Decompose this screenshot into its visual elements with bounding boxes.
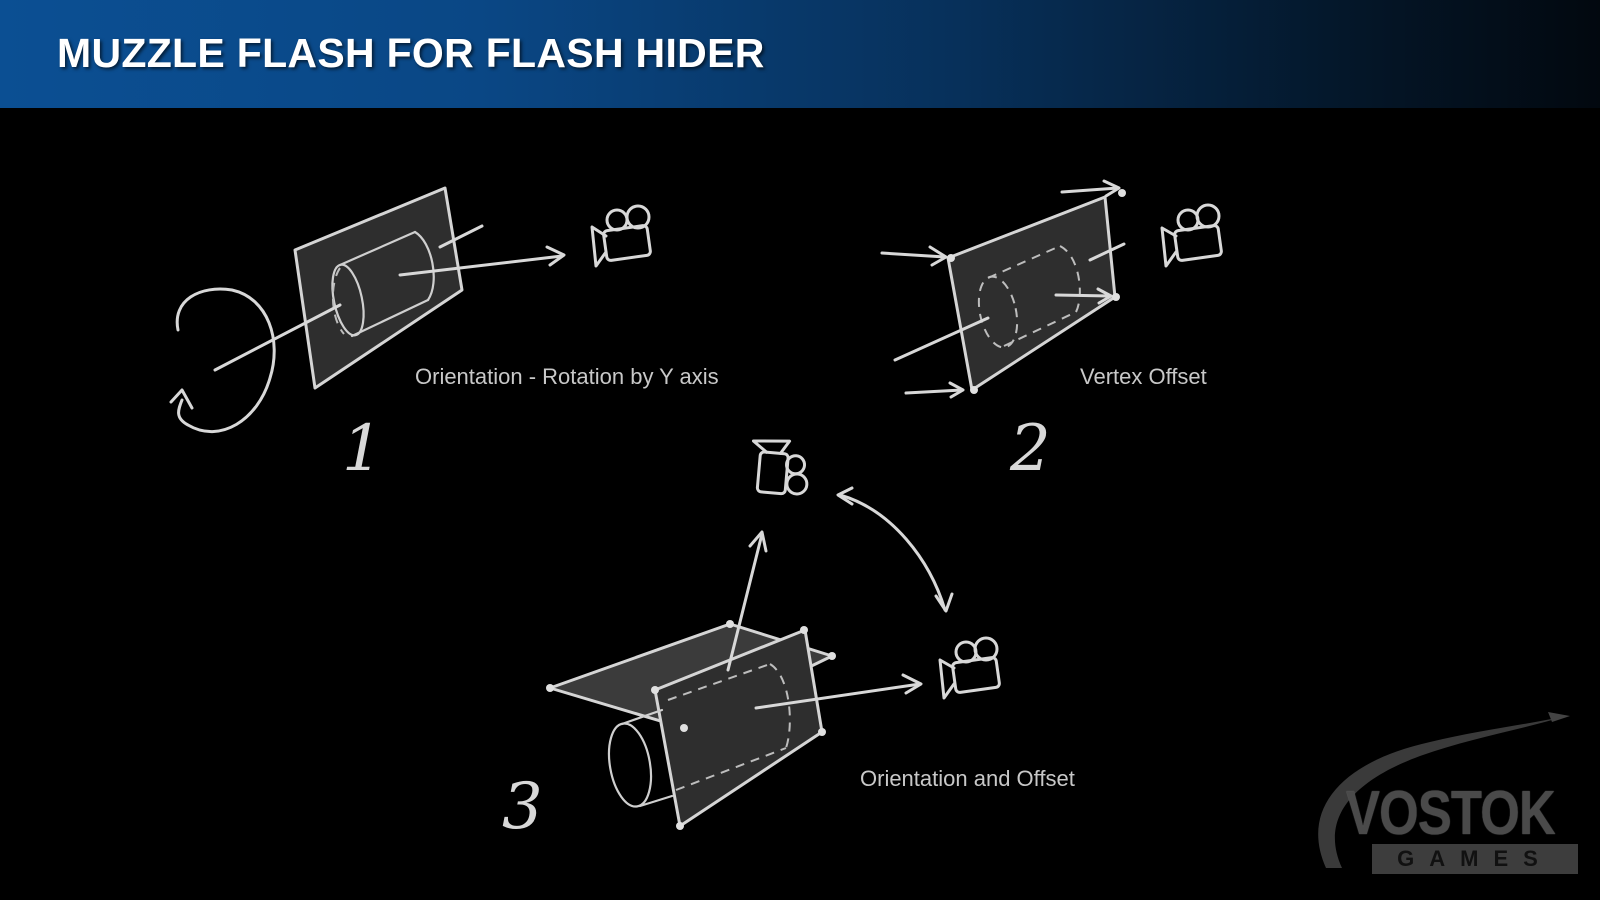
diagram-1-number: 1 (342, 412, 383, 486)
diagram-3-sketch (546, 439, 1001, 830)
diagram-3-number: 3 (502, 770, 543, 844)
diagram-2-caption: Vertex Offset (1080, 364, 1207, 389)
camera-icon (938, 636, 1001, 700)
diagram-1-sketch (169, 186, 652, 434)
title-bar: MUZZLE FLASH FOR FLASH HIDER (0, 0, 1600, 108)
diagram-3-caption: Orientation and Offset (860, 766, 1075, 791)
camera-icon (1160, 203, 1223, 268)
rotation-arrowhead-icon (169, 388, 194, 410)
rotation-arrow-icon (175, 287, 276, 434)
vostok-logo-wordmark: VOSTOK (1346, 779, 1556, 848)
camera-icon (751, 439, 809, 496)
camera-icon (590, 204, 652, 268)
diagram-2-plane (946, 195, 1117, 392)
slide-title: MUZZLE FLASH FOR FLASH HIDER (57, 30, 765, 76)
vostok-logo-subtitle: GAMES (1372, 844, 1578, 874)
diagram-1-direction-arrow (398, 254, 564, 277)
vostok-logo-swoosh-icon (1318, 712, 1570, 868)
diagram-1-plane (293, 186, 464, 390)
diagram-2-number: 2 (1010, 412, 1051, 486)
diagram-2-sketch (880, 179, 1223, 399)
diagram-1-caption: Orientation - Rotation by Y axis (415, 364, 719, 389)
